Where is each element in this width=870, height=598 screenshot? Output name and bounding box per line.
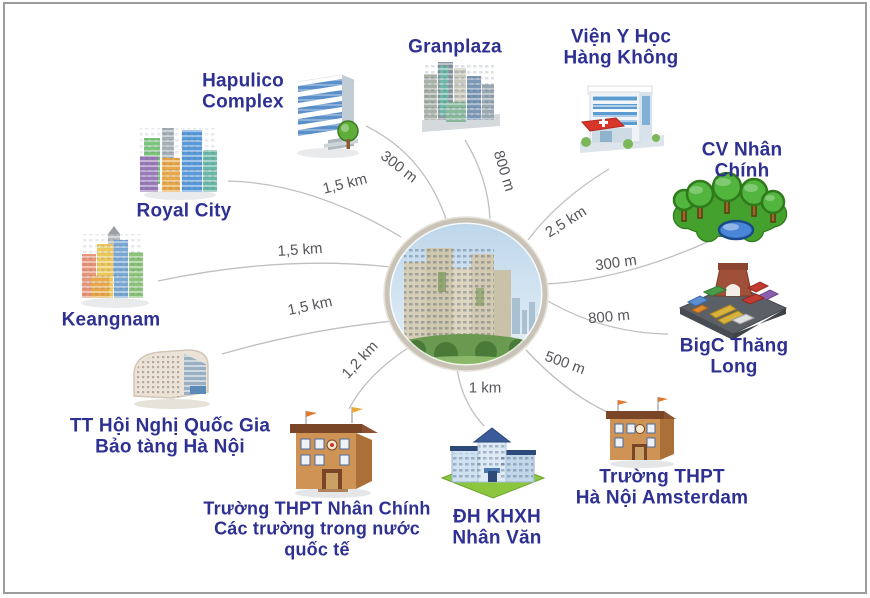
keangnam-distance: 1,5 km: [276, 239, 324, 261]
hospital-building-illustration: [576, 80, 668, 160]
curve-thpt-amsterdam: [525, 349, 608, 413]
curve-cv-nhan-chinh: [545, 238, 715, 285]
granplaza-buildings-illustration: [418, 58, 504, 138]
dh-khxh-distance: 1 km: [468, 379, 502, 397]
amsterdam-school-illustration: [602, 394, 684, 470]
convention-center-illustration: [126, 340, 218, 412]
royal-city-label: Royal City: [136, 200, 232, 222]
curve-granplaza: [464, 139, 491, 220]
curve-bigc: [540, 296, 669, 335]
tt-hoi-nghi-label: TT Hội Nghị Quốc Gia Bảo tàng Hà Nội: [69, 415, 271, 458]
keangnam-buildings-illustration: [76, 226, 154, 310]
curve-keangnam: [157, 262, 392, 282]
dh-khxh-building-illustration: [440, 420, 546, 500]
dh-khxh-label: ĐH KHXH Nhân Văn: [452, 506, 542, 549]
cv-nhan-chinh-label: CV Nhân Chính: [701, 139, 783, 182]
curve-hapulico: [365, 125, 448, 223]
keangnam-label: Keangnam: [61, 309, 161, 331]
curve-royal-city: [227, 180, 402, 238]
thpt-nhan-chinh-label: Trường THPT Nhân Chính Các trường trong …: [203, 498, 431, 560]
cv-nhan-chinh-park-illustration: [670, 172, 792, 246]
curve-thpt-nhan-chinh: [348, 342, 417, 410]
granplaza-label: Granplaza: [408, 36, 502, 58]
royal-city-buildings-illustration: [138, 120, 223, 202]
bigc-distance: 800 m: [587, 306, 631, 328]
nhan-chinh-school-illustration: [286, 405, 382, 499]
vien-y-hoc-label: Viện Y Học Hàng Không: [563, 26, 679, 69]
thpt-amsterdam-label: Trường THPT Hà Nội Amsterdam: [575, 466, 749, 509]
hapulico-building-illustration: [290, 64, 368, 160]
bigc-market-illustration: [676, 256, 790, 346]
bigc-label: BigC Thăng Long: [679, 335, 789, 378]
hapulico-label: Hapulico Complex: [202, 70, 284, 113]
curve-tt-hoi-nghi: [221, 320, 394, 355]
curve-vien-y-hoc: [527, 168, 610, 241]
project-photo: [378, 212, 554, 376]
